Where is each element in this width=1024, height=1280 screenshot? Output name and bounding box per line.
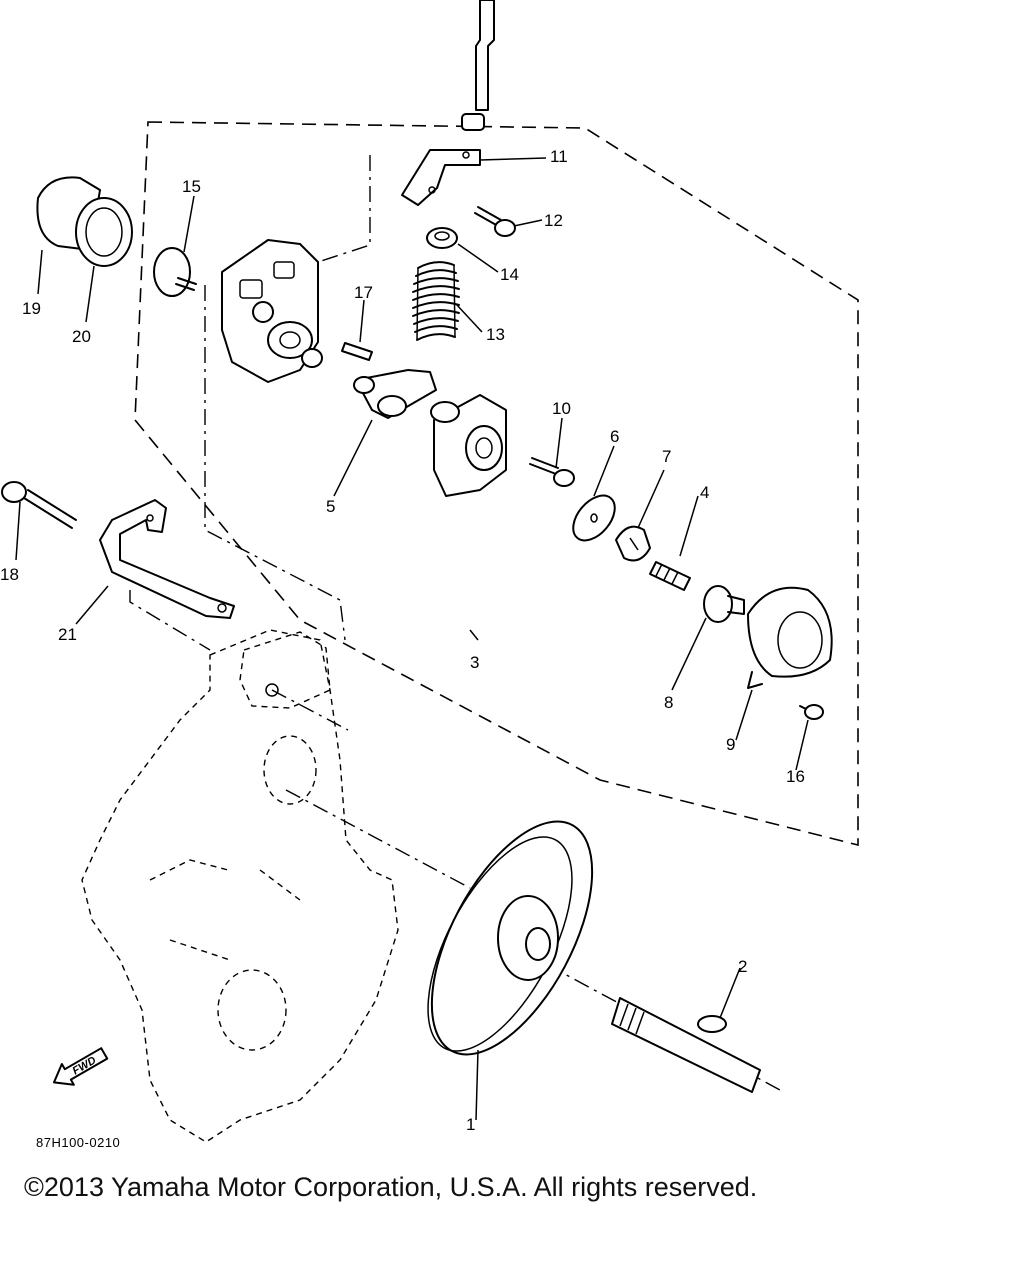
callout-10: 10: [552, 399, 571, 418]
leader-lines: [15, 157, 809, 1121]
callout-17: 17: [354, 283, 373, 302]
centerline-sheave: [285, 789, 471, 889]
housing-bracket-dashline: [317, 155, 371, 263]
engine-case-outline: [81, 629, 399, 1143]
forward-label: FWD: [71, 1055, 99, 1078]
centerline-engine: [271, 689, 349, 731]
part-18-bolt: [1, 481, 77, 529]
callout-11: 11: [550, 147, 568, 166]
part-7-clip: [615, 525, 651, 562]
callout-14: 14: [500, 265, 519, 284]
callout-3: 3: [470, 653, 479, 672]
drive-housing: [430, 394, 507, 497]
shaft-dashline: [204, 285, 346, 641]
part-2-key: [697, 1015, 727, 1033]
part-5-governor-shaft: [353, 369, 437, 419]
callout-19: 19: [22, 299, 41, 318]
part-8-shaft: [703, 585, 745, 623]
callout-21: 21: [58, 625, 77, 644]
callout-12: 12: [544, 211, 563, 230]
callout-6: 6: [610, 427, 619, 446]
part-14-spring-seat: [426, 227, 458, 249]
callout-5: 5: [326, 497, 335, 516]
part-12-bolt: [474, 206, 516, 237]
forward-arrow-icon: FWD: [53, 1047, 109, 1086]
callout-20: 20: [72, 327, 91, 346]
part-6-washer: [572, 494, 616, 542]
part-15-plate: [153, 247, 197, 297]
callout-9: 9: [726, 735, 735, 754]
assembly-outline: [134, 121, 859, 847]
callout-7: 7: [662, 447, 671, 466]
callout-1: 1: [466, 1115, 475, 1134]
part-9-cover: [747, 586, 833, 689]
part-21-bracket: [99, 499, 235, 619]
callout-18: 18: [0, 565, 19, 584]
mount-dashline: [129, 590, 211, 651]
part-4-spring: [649, 561, 691, 591]
figure-code: 87H100-0210: [36, 1135, 120, 1150]
part-1-primary-sheave: [427, 820, 594, 1056]
exploded-parts-diagram: 1 2 3 4 5 6 7 8 9 10 11 12 13 14 15 16 1…: [0, 0, 859, 1150]
control-cable: [461, 0, 495, 131]
part-11-lever: [401, 149, 481, 206]
part-10-bolt: [529, 457, 575, 487]
callout-4: 4: [700, 483, 709, 502]
part-20-cap: [75, 197, 133, 267]
part-13-spring: [412, 261, 460, 341]
crankshaft-end: [611, 997, 761, 1093]
copyright-notice: ©2013 Yamaha Motor Corporation, U.S.A. A…: [24, 1172, 758, 1202]
part-16-bolt: [799, 704, 824, 720]
callout-15: 15: [182, 177, 201, 196]
callout-13: 13: [486, 325, 505, 344]
callout-16: 16: [786, 767, 805, 786]
callout-2: 2: [738, 957, 747, 976]
governor-housing: [221, 239, 323, 383]
part-17-pin: [341, 342, 373, 361]
callout-8: 8: [664, 693, 673, 712]
